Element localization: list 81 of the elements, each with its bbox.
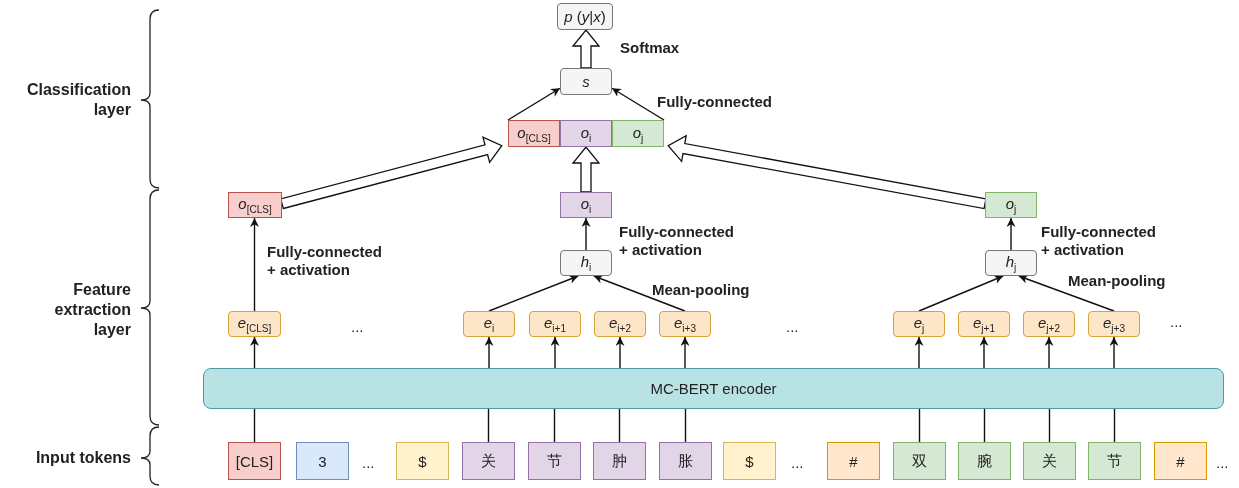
arrow [918, 275, 1004, 312]
ellipsis: ... [1170, 313, 1184, 331]
arrow [680, 336, 690, 369]
vector-cell: o$_{[CLS]}$ [508, 120, 560, 147]
arrow [550, 336, 560, 369]
token-box: 节 [528, 442, 581, 480]
block-arrow [571, 145, 601, 193]
token-box: 节 [1088, 442, 1141, 480]
arrow [979, 336, 989, 369]
token-box: # [1154, 442, 1207, 480]
embedding-box: e$_{i+1}$ [529, 311, 581, 337]
arrow [581, 217, 591, 251]
vector-box: o$_{[CLS]}$ [228, 192, 282, 218]
block-arrow [571, 28, 601, 69]
operation-label: Mean-pooling [652, 281, 751, 299]
vector-box: o$_{i}$ [560, 192, 612, 218]
layer-label: Feature extraction layer [53, 280, 131, 340]
operation-label: Fully-connected + activation [619, 223, 735, 259]
operation-label: Fully-connected [657, 93, 773, 111]
embedding-box: e$_{[CLS]}$ [228, 311, 281, 337]
layer-label: Input tokens [34, 448, 131, 468]
score-box: s [560, 68, 612, 95]
embedding-box: e$_{j+3}$ [1088, 311, 1140, 337]
connector-line [918, 408, 921, 443]
arrow [507, 87, 561, 121]
block-arrow [279, 136, 503, 210]
connector-line [253, 408, 256, 443]
embedding-box: e$_{j+2}$ [1023, 311, 1075, 337]
hidden-box: h$_{i}$ [560, 250, 612, 276]
block-arrow [667, 134, 987, 210]
arrow [250, 336, 259, 369]
connector-line [618, 408, 621, 443]
token-box: 胀 [659, 442, 712, 480]
arrow [1044, 336, 1054, 369]
operation-label: Fully-connected + activation [267, 243, 383, 279]
arrow [1109, 336, 1119, 369]
arrow [611, 87, 665, 121]
embedding-box: e$_{i+3}$ [659, 311, 711, 337]
ellipsis: ... [786, 318, 800, 336]
token-box: $ [723, 442, 776, 480]
connector-line [983, 408, 986, 443]
layer-label: Classification layer [25, 80, 131, 120]
embedding-box: e$_{i+2}$ [594, 311, 646, 337]
connector-line [487, 408, 490, 443]
embedding-box: e$_{j+1}$ [958, 311, 1010, 337]
embedding-box: e$_{j}$ [893, 311, 945, 337]
arrow [484, 336, 494, 369]
token-box: 肿 [593, 442, 646, 480]
vector-cell: o$_{j}$ [612, 120, 664, 147]
token-box: [CLS] [228, 442, 281, 480]
encoder-bar: MC-BERT encoder [203, 368, 1224, 409]
token-box: # [827, 442, 880, 480]
operation-label: Mean-pooling [1068, 272, 1167, 290]
arrow [250, 217, 259, 312]
arrow [488, 275, 579, 312]
arrow [593, 275, 686, 312]
token-box: 双 [893, 442, 946, 480]
vector-cell: o$_{i}$ [560, 120, 612, 147]
ellipsis: ... [351, 318, 365, 336]
connector-line [1113, 408, 1116, 443]
hidden-box: h$_{j}$ [985, 250, 1037, 276]
output-box: p (y|x) [557, 3, 613, 30]
arrow [1006, 217, 1016, 251]
operation-label: Softmax [620, 39, 681, 57]
token-box: 关 [1023, 442, 1076, 480]
ellipsis: ... [1216, 454, 1230, 472]
token-box: $ [396, 442, 449, 480]
arrow [914, 336, 924, 369]
ellipsis: ... [362, 454, 376, 472]
connector-line [684, 408, 687, 443]
connector-line [1048, 408, 1051, 443]
embedding-box: e$_{i}$ [463, 311, 515, 337]
arrow [615, 336, 625, 369]
connector-line [553, 408, 556, 443]
token-box: 腕 [958, 442, 1011, 480]
token-box: 关 [462, 442, 515, 480]
token-box: 3 [296, 442, 349, 480]
operation-label: Fully-connected + activation [1041, 223, 1157, 259]
vector-box: o$_{j}$ [985, 192, 1037, 218]
arrow [1018, 274, 1115, 312]
ellipsis: ... [791, 454, 805, 472]
